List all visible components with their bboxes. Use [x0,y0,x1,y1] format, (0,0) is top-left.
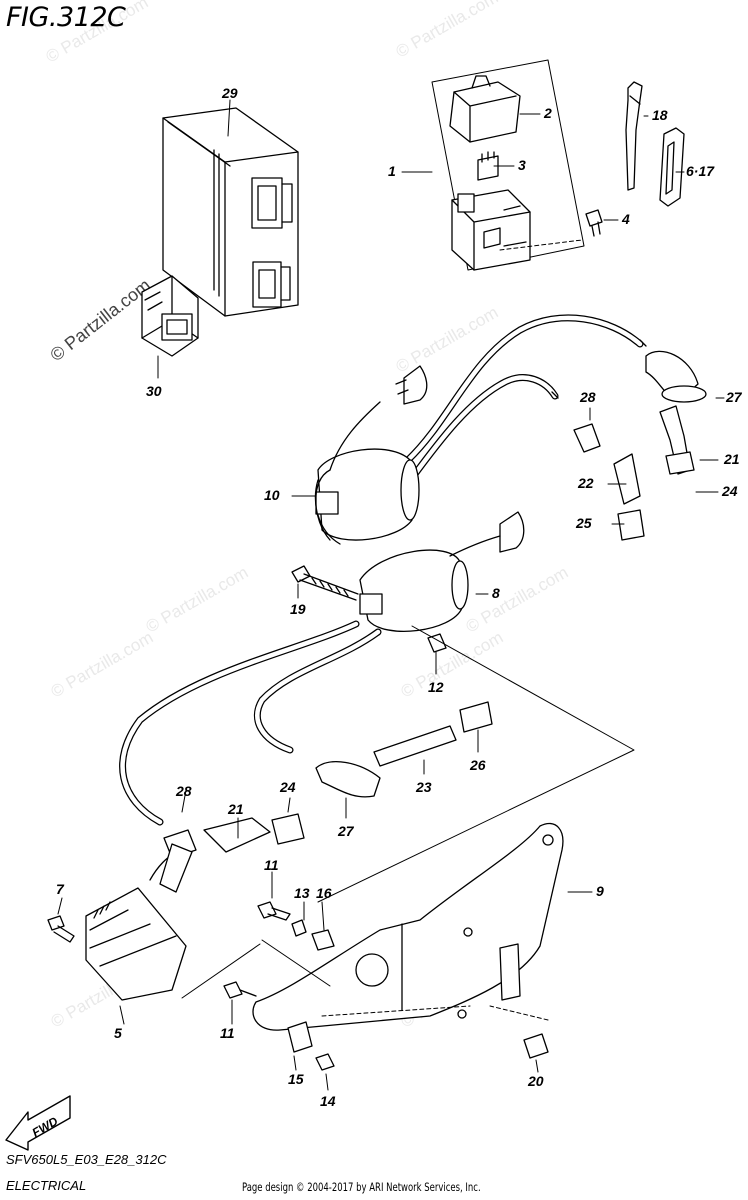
callout-18: 18 [652,107,668,123]
page-credit: Page design © 2004-2017 by ARI Network S… [242,1180,481,1194]
callout-20: 20 [527,1073,544,1089]
plug-caps-lower [163,701,493,859]
callout-23: 23 [415,779,432,795]
ecm-unit [162,107,299,317]
callout-27: 27 [725,389,743,405]
callout-28: 28 [579,389,596,405]
callout-28: 28 [175,783,192,799]
callout-11: 11 [220,1025,235,1041]
callout-7: 7 [56,881,65,897]
callout-8: 8 [492,585,500,601]
callout-16: 16 [316,885,332,901]
callout-15: 15 [288,1071,304,1087]
regulator-5 [85,843,193,1001]
callout-25: 25 [575,515,592,531]
hardware-11-13-16 [257,901,335,951]
ignition-coil-10 [314,365,428,545]
callout-4: 4 [621,211,630,227]
callout-5: 5 [114,1025,122,1041]
callout-19: 19 [290,601,306,617]
callout-14: 14 [320,1093,336,1109]
hardware-11-15-14-20 [223,981,549,1071]
callout-6-17: 6·17 [686,163,715,179]
callout-26: 26 [469,757,486,773]
bracket-9 [252,822,564,1031]
callouts: 29 2 1 3 18 6·17 4 30 27 28 10 21 22 24 … [56,85,743,1109]
callout-13: 13 [294,885,310,901]
callout-27: 27 [337,823,355,839]
figure-title: FIG.312C [6,2,126,33]
clamp-18 [625,81,643,191]
bolt-19 [291,565,359,601]
callout-2: 2 [543,105,552,121]
fwd-arrow-icon: FWD [5,1095,71,1151]
ignition-coil-8 [359,511,525,632]
callout-9: 9 [596,883,604,899]
leader-lines [181,239,635,1021]
callout-11: 11 [264,857,279,873]
callout-24: 24 [279,779,296,795]
section-name: ELECTRICAL [6,1178,87,1193]
callout-22: 22 [577,475,594,491]
callout-21: 21 [723,451,740,467]
high-tension-cords-upper [404,314,647,482]
high-tension-cords-lower [119,620,382,826]
callout-1: 1 [388,163,396,179]
model-code: SFV650L5_E03_E28_312C [6,1152,167,1167]
callout-3: 3 [518,157,526,173]
bolt-4 [585,209,603,237]
cap-12 [427,633,447,653]
connector-30 [141,275,199,357]
callout-21: 21 [227,801,244,817]
band-6-17 [659,127,685,207]
callout-10: 10 [264,487,280,503]
callout-29: 29 [221,85,238,101]
fuse-box-assembly [431,59,585,271]
bolt-7 [47,915,75,943]
callout-30: 30 [146,383,162,399]
callout-24: 24 [721,483,738,499]
callout-12: 12 [428,679,444,695]
plug-caps-upper [573,350,707,541]
